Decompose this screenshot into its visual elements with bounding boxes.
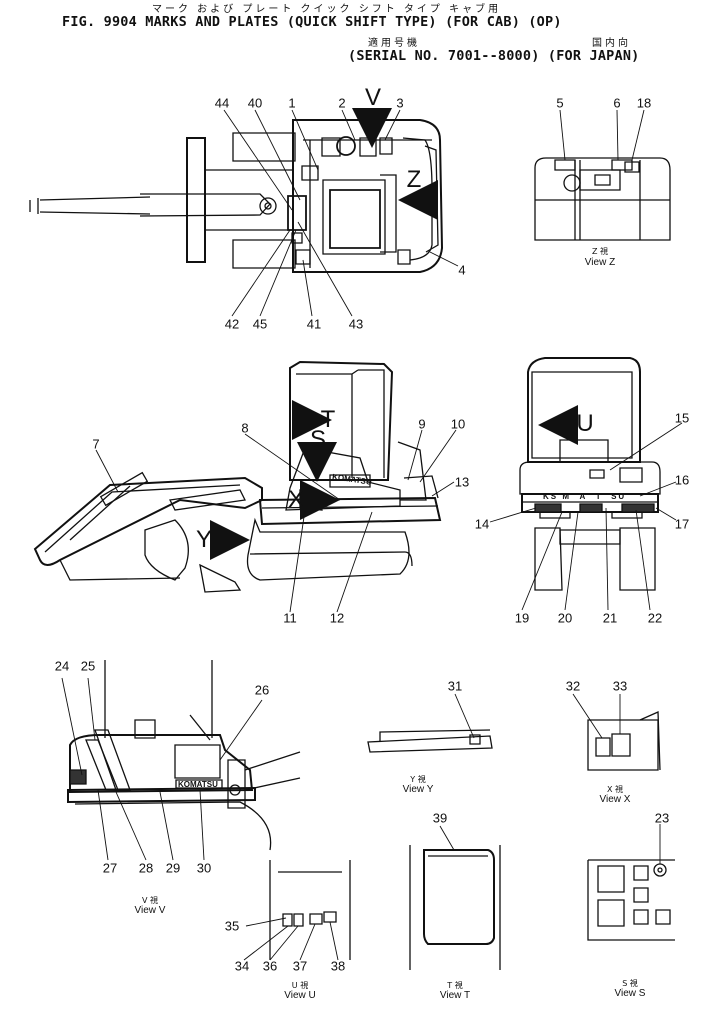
callout-37: 37	[292, 958, 308, 974]
callout-10: 10	[450, 416, 466, 432]
view-v-caption: View V	[134, 905, 166, 916]
callout-34: 34	[234, 958, 250, 974]
brand-letter: S	[550, 492, 559, 501]
callout-27: 27	[102, 860, 118, 876]
callout-41: 41	[306, 316, 322, 332]
callout-11: 11	[283, 610, 297, 626]
view-t-caption: View T	[439, 990, 471, 1001]
view-s-drawing	[588, 860, 675, 940]
figure-title: FIG. 9904 MARKS AND PLATES (QUICK SHIFT …	[62, 14, 562, 30]
callout-40: 40	[247, 95, 263, 111]
view-direction-u: U	[576, 410, 594, 437]
callout-20: 20	[557, 610, 573, 626]
serial-line: (SERIAL NO. 7001--8000) (FOR JAPAN)	[348, 48, 640, 64]
header-japanese-line-1: マーク および プレート クイック シフト タイプ キャブ用	[152, 4, 502, 15]
callout-45: 45	[252, 316, 268, 332]
brand-letters-rear: KS M A T SU	[543, 492, 626, 501]
view-x-drawing	[588, 712, 660, 770]
leader-lines	[62, 110, 682, 960]
callout-4: 4	[458, 262, 466, 278]
view-z-caption: View Z	[584, 257, 616, 268]
brand-letter: T	[595, 492, 603, 501]
view-y-caption: View Y	[402, 784, 434, 795]
callout-8: 8	[241, 420, 249, 436]
view-s-caption: View S	[614, 988, 646, 999]
brand-letter: U	[618, 492, 627, 501]
callout-31: 31	[447, 678, 463, 694]
callout-33: 33	[612, 678, 628, 694]
callout-24: 24	[54, 658, 70, 674]
callout-22: 22	[647, 610, 663, 626]
callout-14: 14	[474, 516, 490, 532]
view-t-drawing	[410, 845, 500, 970]
view-y-drawing	[368, 730, 492, 752]
callout-12: 12	[329, 610, 345, 626]
callout-38: 38	[330, 958, 346, 974]
callout-16: 16	[674, 472, 690, 488]
callout-6: 6	[613, 95, 621, 111]
view-s-caption-jp: S 視	[622, 979, 638, 988]
callout-9: 9	[418, 416, 426, 432]
header-japanese-domestic: 国内向	[592, 38, 631, 49]
callout-26: 26	[254, 682, 270, 698]
view-u-caption: View U	[284, 990, 316, 1001]
view-x-caption-jp: X 視	[606, 785, 624, 794]
view-y-caption-jp: Y 視	[410, 775, 426, 784]
callout-18: 18	[636, 95, 652, 111]
callout-39: 39	[432, 810, 448, 826]
callout-2: 2	[338, 95, 346, 111]
brand-letter: A	[579, 492, 588, 501]
view-t-caption-jp: T 視	[447, 981, 463, 990]
callout-30: 30	[196, 860, 212, 876]
callout-28: 28	[138, 860, 154, 876]
callout-32: 32	[565, 678, 581, 694]
brand-letter: M	[562, 492, 572, 501]
callout-3: 3	[396, 95, 404, 111]
callout-17: 17	[674, 516, 690, 532]
callout-43: 43	[348, 316, 364, 332]
view-direction-z: Z	[406, 166, 422, 193]
view-direction-v: V	[364, 84, 382, 111]
callout-25: 25	[80, 658, 96, 674]
view-direction-x: X	[287, 486, 305, 513]
brand-letter: S	[611, 492, 619, 501]
header-japanese-applicable: 適用号機	[368, 38, 420, 49]
callout-36: 36	[262, 958, 278, 974]
callout-23: 23	[654, 810, 670, 826]
callout-13: 13	[454, 474, 470, 490]
callout-15: 15	[674, 410, 690, 426]
callout-1: 1	[288, 95, 296, 111]
callout-5: 5	[556, 95, 564, 111]
view-z-drawing	[535, 158, 670, 240]
callout-29: 29	[165, 860, 181, 876]
callout-7: 7	[92, 436, 100, 452]
view-x-caption: View X	[599, 794, 631, 805]
brand-plate-view-v: KOMATSU	[178, 780, 218, 789]
view-u-caption-jp: U 視	[291, 981, 309, 990]
side-view-excavator	[35, 362, 440, 592]
callout-44: 44	[214, 95, 230, 111]
view-direction-s: S	[309, 426, 327, 453]
view-z-caption-jp: Z 視	[591, 247, 609, 256]
callout-19: 19	[514, 610, 530, 626]
top-plan-view	[30, 108, 442, 272]
callout-42: 42	[224, 316, 240, 332]
brand-letter: K	[543, 492, 551, 501]
view-direction-y: Y	[195, 526, 213, 553]
callout-21: 21	[602, 610, 618, 626]
view-direction-t: T	[320, 406, 336, 433]
callout-35: 35	[224, 918, 240, 934]
rear-view-u	[520, 358, 660, 590]
view-v-caption-jp: V 視	[141, 896, 159, 905]
